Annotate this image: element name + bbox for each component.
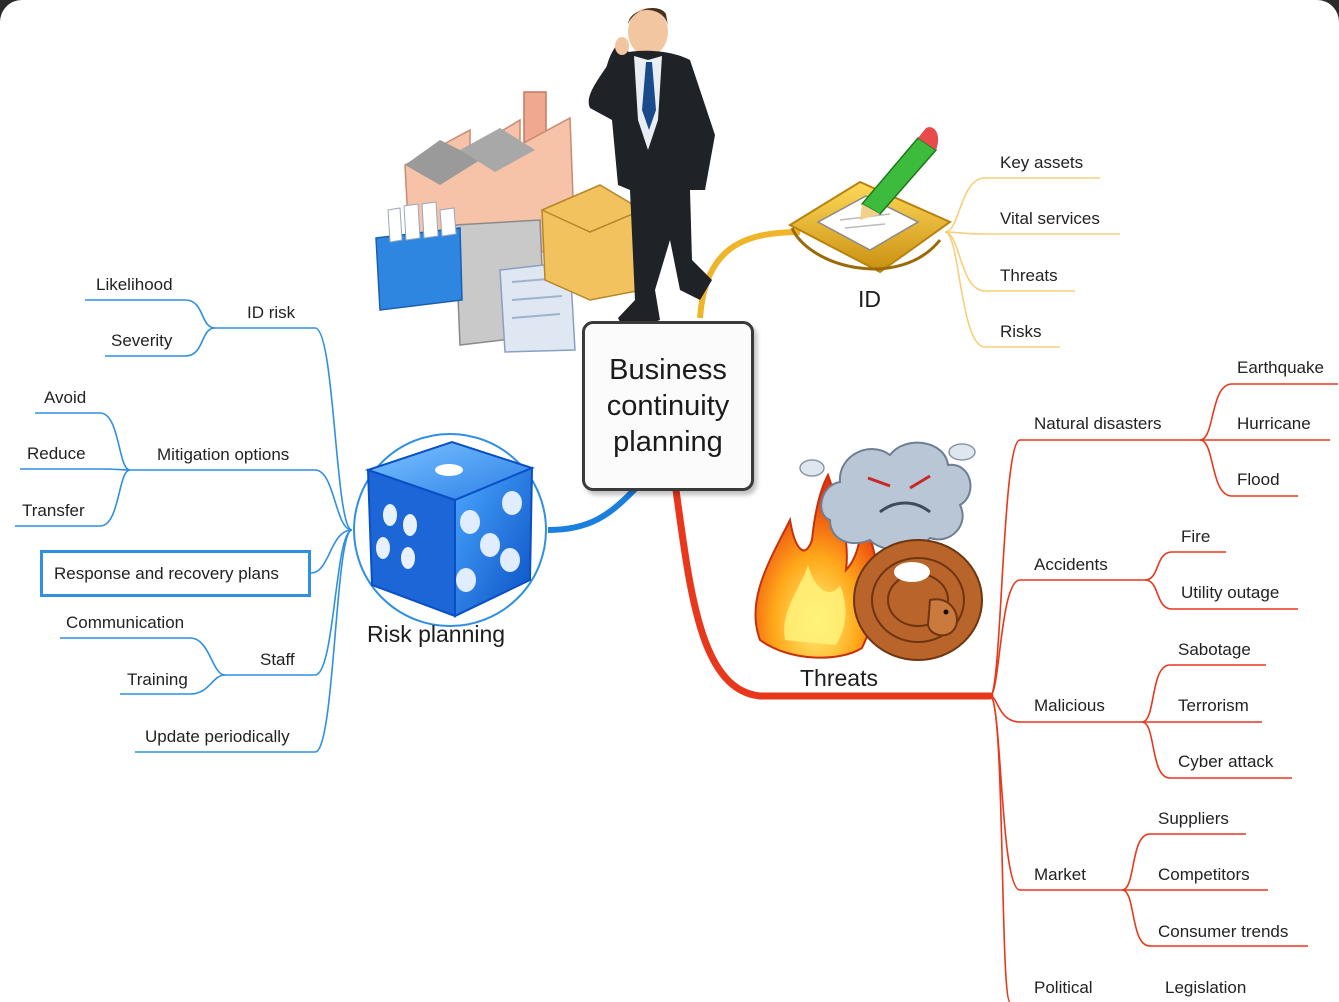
central-topic-box: Business continuity planning	[582, 321, 754, 491]
threats-branch-lines	[989, 383, 1338, 1002]
businessman-icon	[588, 8, 715, 332]
threats-item-competitors: Competitors	[1158, 865, 1250, 884]
risk-item-update-periodically: Update periodically	[145, 727, 290, 746]
threats-item-suppliers: Suppliers	[1158, 809, 1229, 828]
risk-item-transfer: Transfer	[22, 501, 85, 520]
risk-item-likelihood: Likelihood	[96, 275, 173, 294]
threats-accidents-label: Accidents	[1034, 555, 1108, 574]
threats-item-hurricane: Hurricane	[1237, 414, 1311, 433]
risk-item-training: Training	[127, 670, 188, 689]
risk-item-avoid: Avoid	[44, 388, 86, 407]
threats-item-legislation: Legislation	[1165, 978, 1246, 997]
threats-item-earthquake: Earthquake	[1237, 358, 1324, 377]
notepad-pencil-icon	[787, 127, 953, 274]
storm-cloud-icon	[799, 441, 976, 551]
risk-item-communication: Communication	[66, 613, 184, 632]
threats-item-sabotage: Sabotage	[1178, 640, 1251, 659]
threats-natural-label: Natural disasters	[1034, 414, 1162, 433]
id-item-risks: Risks	[1000, 322, 1042, 341]
id-item-vital-services: Vital services	[1000, 209, 1100, 228]
risk-branch-lines	[15, 299, 353, 753]
threats-hub-label: Threats	[800, 665, 878, 691]
threats-item-cyber-attack: Cyber attack	[1178, 752, 1274, 771]
risk-mitigation-label: Mitigation options	[157, 445, 289, 464]
id-item-threats: Threats	[1000, 266, 1058, 285]
response-recovery-plans-box: Response and recovery plans	[40, 550, 311, 597]
threats-market-label: Market	[1034, 865, 1086, 884]
threats-item-utility-outage: Utility outage	[1181, 583, 1279, 602]
threats-political-label: Political	[1034, 978, 1093, 997]
fire-icon	[754, 472, 879, 659]
id-branch-lines	[944, 177, 1120, 348]
dice-icon	[353, 433, 547, 627]
connector-risk-planning	[547, 485, 639, 533]
connector-threats	[672, 486, 994, 700]
risk-id-risk-label: ID risk	[247, 303, 296, 322]
risk-item-response-recovery-plans: Response and recovery plans	[54, 563, 279, 583]
threats-malicious-label: Malicious	[1034, 696, 1105, 715]
factory-icon	[375, 91, 643, 353]
id-hub-label: ID	[858, 286, 881, 312]
threats-item-terrorism: Terrorism	[1178, 696, 1249, 715]
threats-item-consumer-trends: Consumer trends	[1158, 922, 1288, 941]
central-topic-label: Business continuity planning	[606, 354, 730, 458]
threats-item-fire: Fire	[1181, 527, 1210, 546]
risk-item-reduce: Reduce	[27, 444, 86, 463]
threats-item-flood: Flood	[1237, 470, 1280, 489]
risk-staff-label: Staff	[260, 650, 295, 669]
connector-id	[697, 229, 801, 319]
id-item-key-assets: Key assets	[1000, 153, 1083, 172]
risk-item-severity: Severity	[111, 331, 173, 350]
snake-icon	[853, 539, 983, 661]
risk-planning-hub-label: Risk planning	[367, 621, 505, 647]
